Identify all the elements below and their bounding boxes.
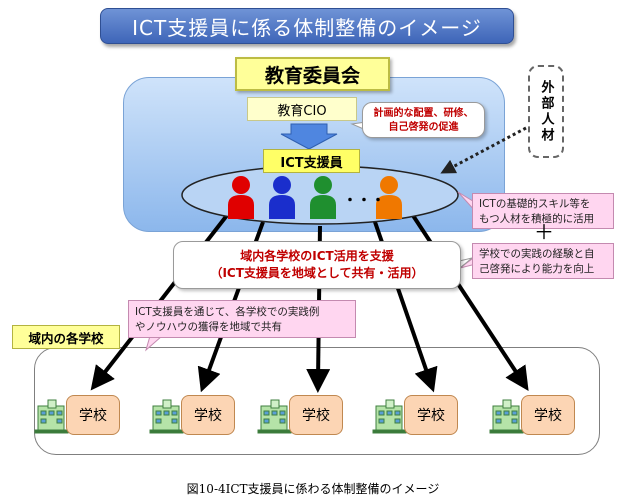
person-icon-2: [269, 176, 295, 219]
share-callout: ICT支援員を通じて、各学校での実践例 やノウハウの獲得を地域で共有: [128, 300, 356, 338]
experience-callout: 学校での実践の経験と自 己啓発により能力を向上: [472, 243, 614, 279]
skill-callout-line-2: もつ人材を積極的に活用: [479, 213, 595, 225]
school-building-icon-4: [372, 399, 407, 434]
school-building-icon-2: [149, 399, 184, 434]
promote-callout: 計画的な配置、研修、 自己啓発の促進: [362, 102, 485, 138]
arrow-to-school-1: [90, 212, 230, 391]
diagram-title: ICT支援員に係る体制整備のイメージ: [100, 8, 514, 44]
plus-sign: ＋: [534, 220, 554, 244]
share-callout-line-2: やノウハウの獲得を地域で共有: [135, 321, 282, 333]
school-building-icon-5: [489, 399, 524, 434]
staff-ellipsis: ・・・: [343, 193, 385, 209]
person-icon-3: [310, 176, 336, 219]
arrow-to-school-5: [410, 212, 529, 392]
board-of-education-label: 教育委員会: [235, 57, 390, 91]
support-box-line-1: 域内各学校のICT活用を支援: [240, 249, 394, 263]
person-icon-4: [376, 176, 402, 219]
regional-support-box: 域内各学校のICT活用を支援 （ICT支援員を地域として共有・活用）: [173, 241, 461, 289]
school-building-icon-3: [257, 399, 292, 434]
school-box-2: 学校: [181, 395, 235, 435]
experience-callout-line-2: 己啓発により能力を向上: [479, 263, 595, 275]
school-building-icon-1: [34, 399, 69, 434]
external-talent-arrow: [440, 126, 527, 174]
share-callout-tail: [145, 335, 164, 352]
school-box-1: 学校: [66, 395, 120, 435]
promote-callout-line-1: 計画的な配置、研修、: [373, 108, 474, 119]
school-box-4: 学校: [404, 395, 458, 435]
cio-label: 教育CIO: [247, 97, 357, 121]
schools-label: 域内の各学校: [12, 325, 120, 349]
support-arrows: [90, 212, 529, 393]
figure-caption: 図10-4ICT支援員に係わる体制整備のイメージ: [186, 482, 440, 496]
cio-down-arrow: [280, 123, 338, 150]
support-box-line-2: （ICT支援員を地域として共有・活用）: [210, 266, 424, 280]
experience-callout-line-1: 学校での実践の経験と自: [479, 248, 595, 260]
ict-staff-label: ICT支援員: [263, 149, 360, 173]
skill-callout: ICTの基礎的スキル等を もつ人材を積極的に活用: [472, 193, 614, 229]
skill-callout-line-1: ICTの基礎的スキル等を: [479, 198, 591, 210]
share-callout-line-1: ICT支援員を通じて、各学校での実践例: [135, 306, 320, 318]
school-box-5: 学校: [521, 395, 575, 435]
external-talent-box: 外部人材: [528, 65, 564, 158]
person-icon-1: [228, 176, 254, 219]
promote-callout-line-2: 自己啓発の促進: [388, 122, 459, 133]
school-box-3: 学校: [289, 395, 343, 435]
